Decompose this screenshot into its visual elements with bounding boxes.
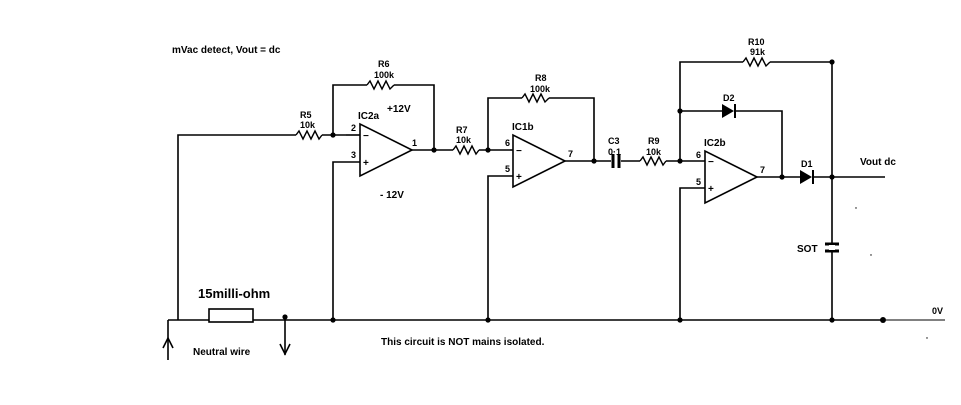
resistor-r10 <box>742 56 771 68</box>
ic2b-pin6: 6 <box>696 150 701 160</box>
wire <box>549 97 595 161</box>
wire <box>332 84 367 135</box>
r5-name: R5 <box>300 110 312 120</box>
resistor-r5 <box>295 129 323 141</box>
speck <box>870 254 872 256</box>
ic2a-vminus: - 12V <box>380 190 404 201</box>
ic1b-pin7: 7 <box>568 149 573 159</box>
output-label: Vout dc <box>860 157 896 168</box>
opamp-ic1b <box>512 133 567 189</box>
junction-dot <box>829 317 835 323</box>
ic2b-name: IC2b <box>704 138 726 149</box>
wire <box>735 110 783 177</box>
resistor-r8 <box>521 92 550 104</box>
r5-value: 10k <box>300 120 316 130</box>
ic2b-pin7: 7 <box>760 165 765 175</box>
opamp-ic2b <box>704 149 759 205</box>
ic2a-noninv-sign: + <box>363 158 369 169</box>
r10-value: 91k <box>750 47 766 57</box>
ic2a-pin3: 3 <box>351 150 356 160</box>
wire <box>679 61 743 161</box>
neutral-label: Neutral wire <box>193 347 251 358</box>
input-wire <box>177 134 296 320</box>
ic1b-pin5: 5 <box>505 164 510 174</box>
diagram-title: mVac detect, Vout = dc <box>172 45 281 56</box>
junction-dot <box>485 317 491 323</box>
junction-dot <box>829 59 835 65</box>
r6-name: R6 <box>378 59 390 69</box>
wire <box>487 175 513 320</box>
ic2b-pin5: 5 <box>696 177 701 187</box>
ic2a-vplus: +12V <box>387 104 411 115</box>
r9-value: 10k <box>646 147 662 157</box>
ic1b-noninv-sign: + <box>516 172 522 183</box>
r6-value: 100k <box>374 70 395 80</box>
neutral-in-arrow-icon <box>162 336 174 349</box>
ic2a-inv-sign: − <box>363 131 369 142</box>
ic2a-pin1: 1 <box>412 138 417 148</box>
r7-value: 10k <box>456 135 472 145</box>
sot-label: SOT <box>797 244 818 255</box>
junction-dot <box>330 317 336 323</box>
ic2b-noninv-sign: + <box>708 184 714 195</box>
wire <box>487 97 522 150</box>
ic1b-inv-sign: − <box>516 146 522 157</box>
shunt-label: 15milli-ohm <box>198 286 270 301</box>
ground-terminal <box>880 317 886 323</box>
resistor-r7 <box>452 144 480 156</box>
speck <box>855 207 857 209</box>
wire <box>679 187 705 320</box>
diode-d1 <box>800 170 812 184</box>
junction-dot <box>282 314 288 320</box>
wire <box>332 161 360 320</box>
speck <box>926 337 928 339</box>
junction-dot <box>591 158 597 164</box>
wire-gap <box>829 245 835 250</box>
r8-value: 100k <box>530 84 551 94</box>
mains-warning-note: This circuit is NOT mains isolated. <box>381 337 545 348</box>
junction-dot <box>677 317 683 323</box>
junction-dot <box>779 174 785 180</box>
r10-name: R10 <box>748 37 765 47</box>
junction-dot <box>829 174 835 180</box>
ic1b-name: IC1b <box>512 122 534 133</box>
ic2b-inv-sign: − <box>708 157 714 168</box>
resistor-r9 <box>639 155 667 167</box>
junction-dot <box>431 147 437 153</box>
r9-name: R9 <box>648 136 660 146</box>
c3-name: C3 <box>608 136 620 146</box>
wire <box>394 84 435 150</box>
ground-label: 0V <box>932 306 943 316</box>
resistor-r6 <box>366 79 395 91</box>
r7-name: R7 <box>456 125 468 135</box>
c3-value: 0·1 <box>608 147 621 157</box>
d1-name: D1 <box>801 159 813 169</box>
ic2a-pin2: 2 <box>351 123 356 133</box>
wire <box>770 61 833 320</box>
diode-d2 <box>722 104 734 118</box>
neutral-out-arrow-icon <box>279 343 291 356</box>
r8-name: R8 <box>535 73 547 83</box>
ic2a-name: IC2a <box>358 111 380 122</box>
shunt-resistor <box>208 308 254 323</box>
d2-name: D2 <box>723 93 735 103</box>
opamp-ic2a <box>359 122 414 178</box>
ic1b-pin6: 6 <box>505 138 510 148</box>
